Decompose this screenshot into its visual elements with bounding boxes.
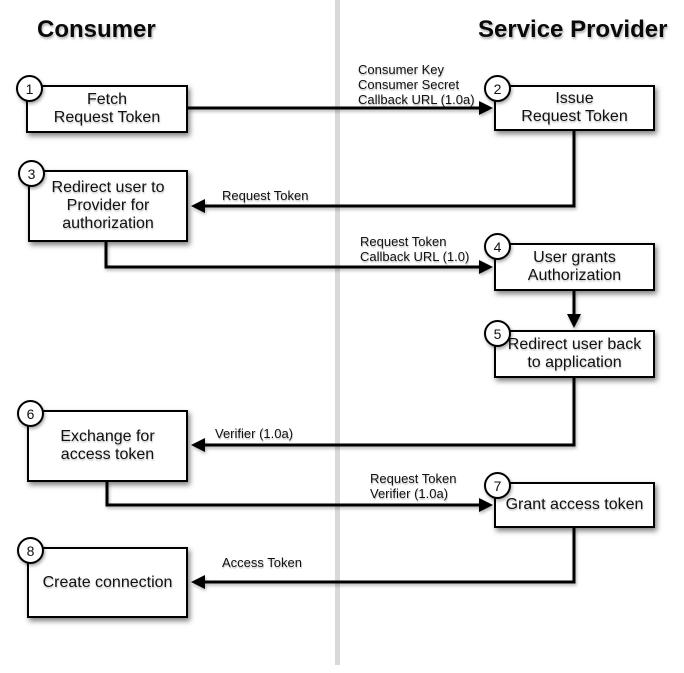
arrow-label-2-to-3: Request Token — [222, 188, 309, 203]
arrowhead-2-to-3 — [191, 199, 205, 213]
column-divider — [335, 0, 340, 665]
step-box-1: 1 Fetch Request Token — [16, 75, 188, 133]
step-box-4: 4 User grants Authorization — [484, 233, 655, 291]
step-number-badge: 4 — [484, 233, 511, 260]
step-label: Grant access token — [505, 496, 644, 513]
step-box-2: 2 Issue Request Token — [484, 75, 655, 131]
arrow-label-1-to-2: Consumer Key Consumer Secret Callback UR… — [358, 62, 475, 107]
arrow-2-to-3 — [199, 131, 576, 208]
step-box-3: 3 Redirect user to Provider for authoriz… — [18, 160, 188, 242]
step-label: Fetch Request Token — [53, 91, 161, 126]
service-provider-header: Service Provider — [478, 16, 668, 43]
step-label: Redirect user to Provider for authorizat… — [51, 179, 165, 232]
step-number-badge: 3 — [18, 160, 45, 187]
arrow-label-6-to-7: Request Token Verifier (1.0a) — [370, 471, 457, 501]
step-box-6: 6 Exchange for access token — [17, 400, 188, 482]
step-number-badge: 8 — [17, 537, 44, 564]
arrowhead-6-to-7 — [479, 498, 493, 512]
step-number-badge: 1 — [16, 75, 43, 102]
step-number-badge: 7 — [484, 472, 511, 499]
step-label: Redirect user back to application — [507, 336, 642, 371]
arrow-label-5-to-6: Verifier (1.0a) — [215, 426, 294, 441]
step-label: User grants Authorization — [527, 249, 622, 284]
arrow-5-to-6 — [199, 378, 576, 447]
step-label: Exchange for access token — [60, 428, 155, 463]
arrow-label-7-to-8: Access Token — [222, 555, 302, 570]
arrowhead-3-to-4 — [479, 260, 493, 274]
arrowhead-1-to-2 — [479, 101, 493, 115]
step-number-badge: 5 — [484, 320, 511, 347]
arrowhead-7-to-8 — [191, 575, 205, 589]
arrowhead-4-to-5 — [567, 314, 581, 328]
step-label: Issue Request Token — [521, 90, 628, 125]
arrow-3-to-4 — [104, 242, 486, 269]
arrow-7-to-8 — [199, 528, 576, 584]
step-number-badge: 2 — [484, 75, 511, 102]
step-box-5: 5 Redirect user back to application — [484, 320, 655, 378]
consumer-header: Consumer — [37, 16, 156, 43]
arrowhead-5-to-6 — [191, 438, 205, 452]
step-box-8: 8 Create connection — [17, 537, 188, 618]
step-box-7: 7 Grant access token — [484, 472, 655, 528]
arrow-label-3-to-4: Request Token Callback URL (1.0) — [360, 234, 470, 264]
arrow-6-to-7 — [105, 482, 486, 507]
step-number-badge: 6 — [17, 400, 44, 427]
step-label: Create connection — [42, 573, 173, 591]
